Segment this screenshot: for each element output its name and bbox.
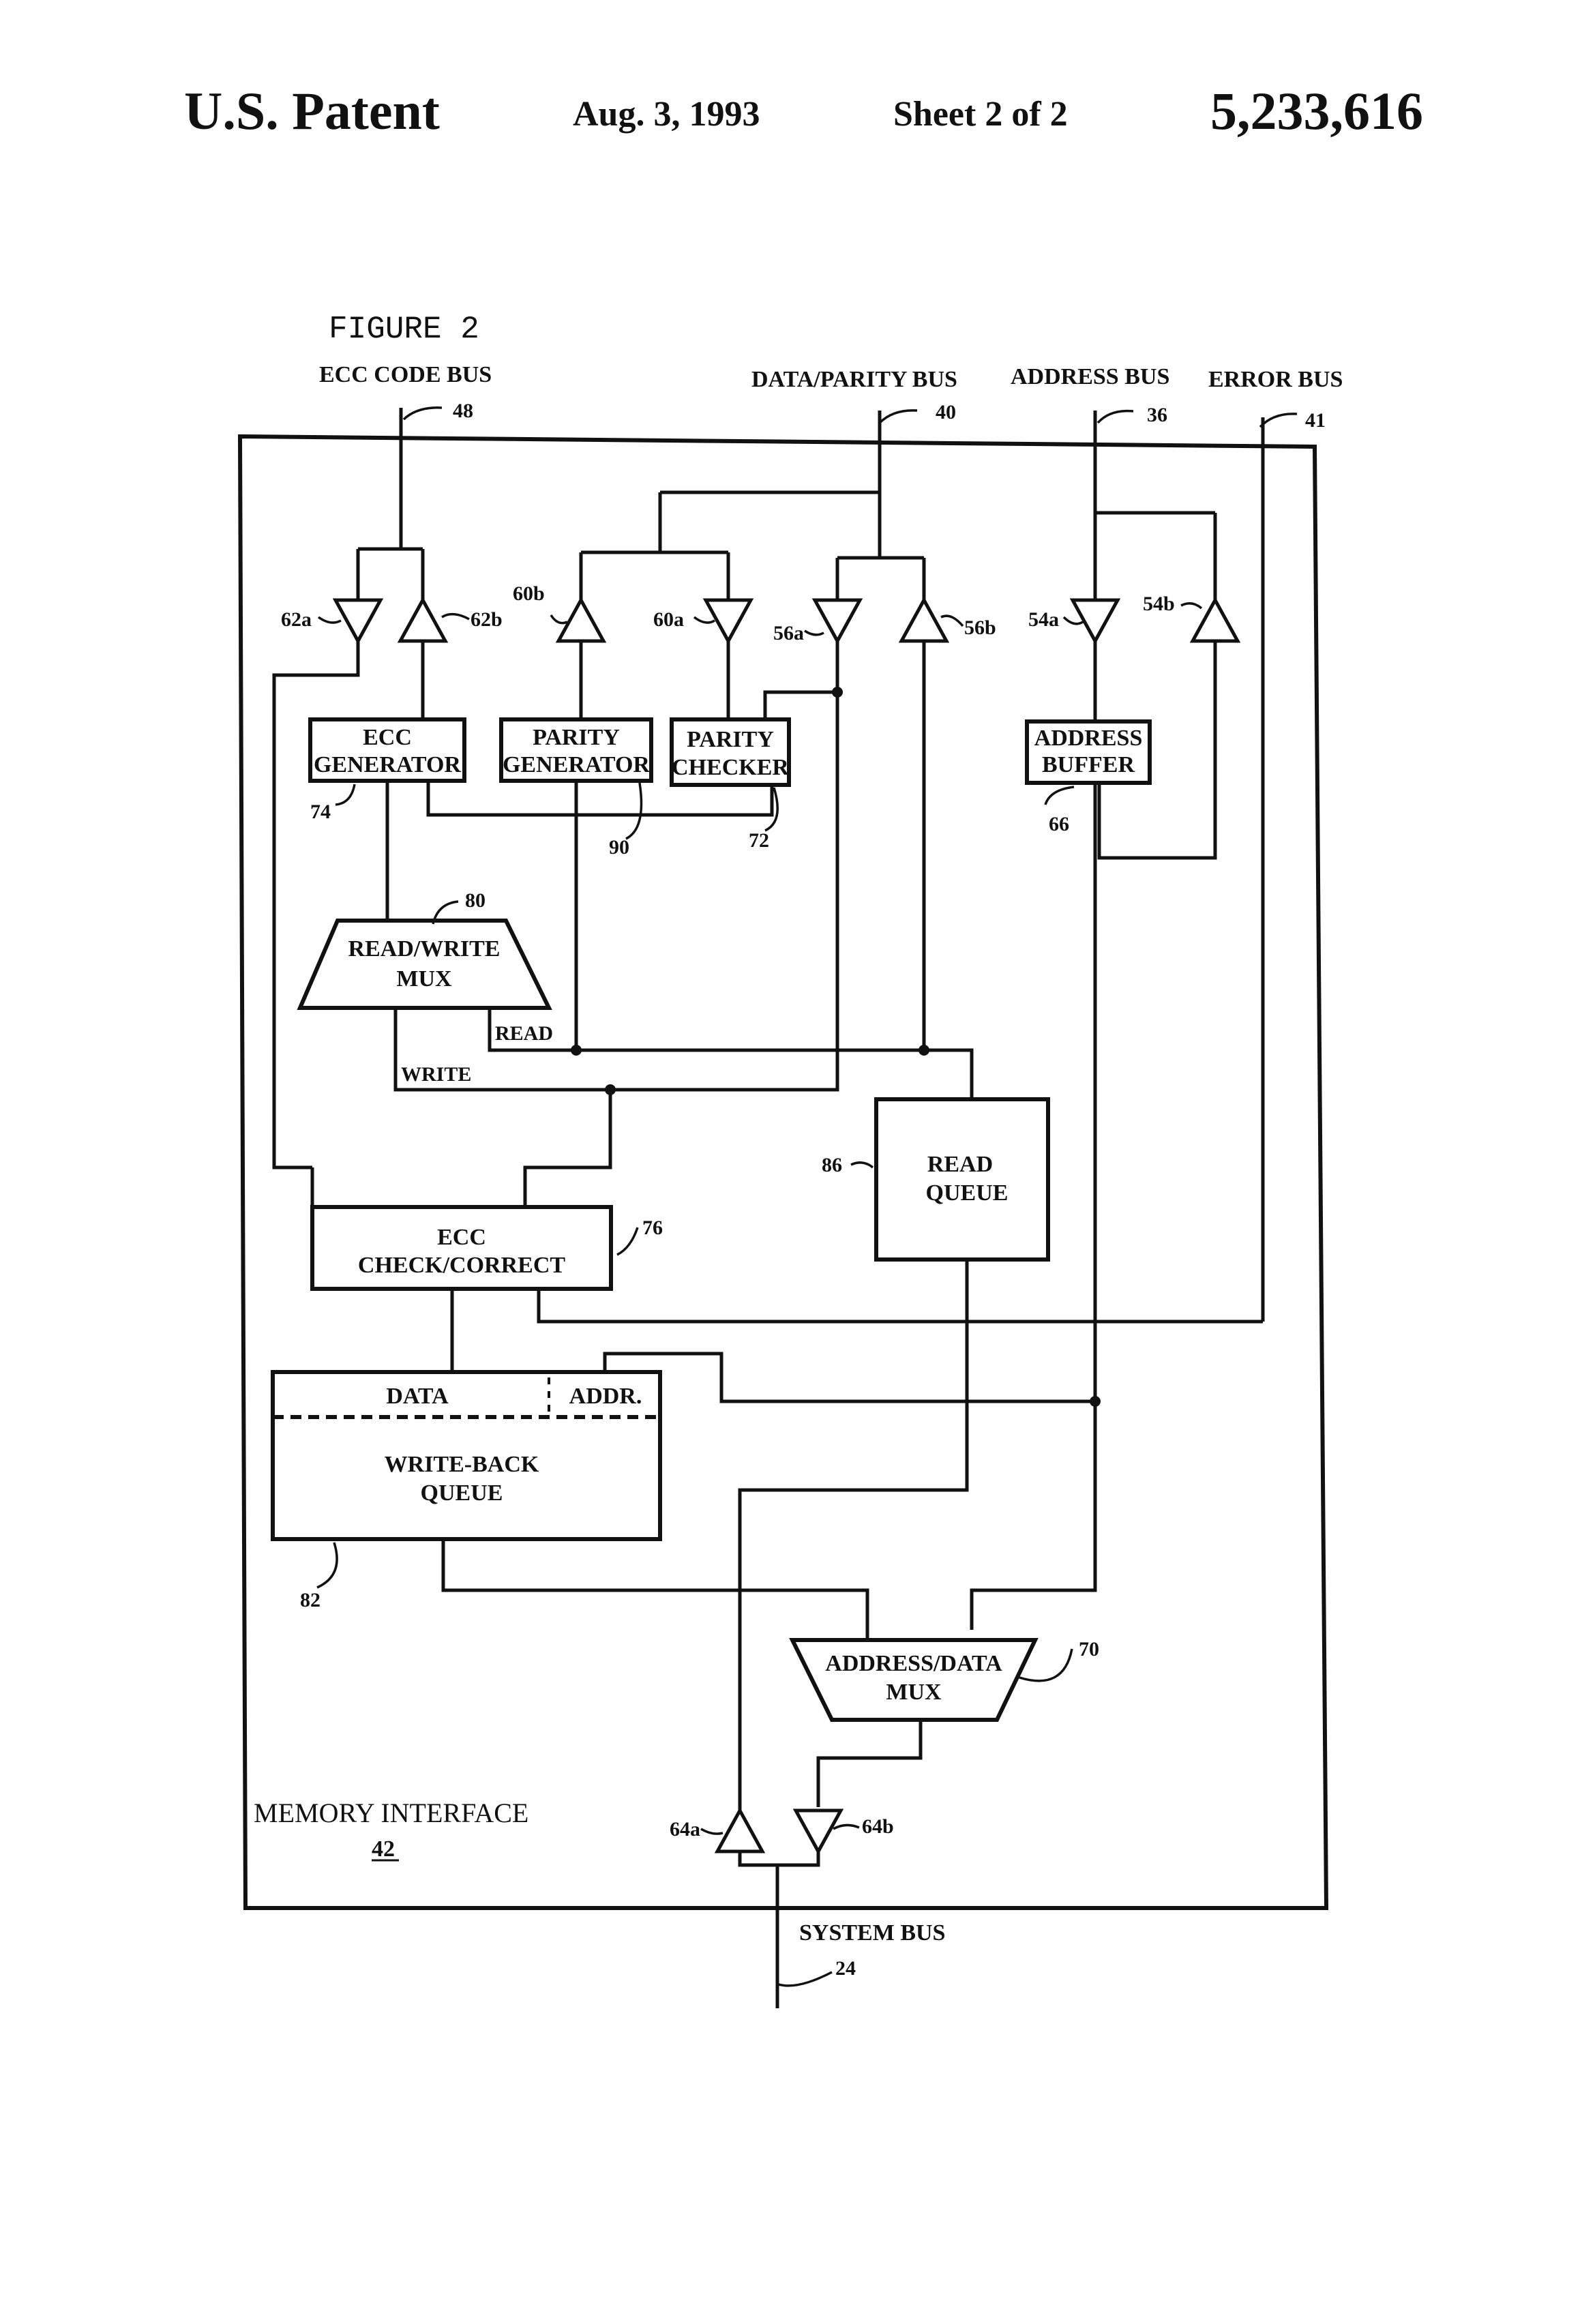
parity-checker-label-1: PARITY <box>687 727 774 752</box>
read-queue-label-2: QUEUE <box>926 1180 1009 1206</box>
system-bus-label: SYSTEM BUS <box>799 1920 945 1946</box>
parity-checker-label-2: CHECKER <box>672 755 789 780</box>
read-queue-leader <box>851 1163 873 1167</box>
driver-60b-label: 60b <box>513 582 545 605</box>
read-queue-label-1: READ <box>927 1152 993 1177</box>
wbq-addr-label: ADDR. <box>569 1384 642 1409</box>
wbq-to-mux <box>443 1539 867 1640</box>
address-bus-leader <box>1098 411 1133 423</box>
junction-addr <box>1090 1396 1101 1407</box>
driver-56a-label: 56a <box>773 622 804 644</box>
data-parity-bus-label: DATA/PARITY BUS <box>751 367 957 392</box>
driver-62a-icon <box>335 600 380 641</box>
error-bus-ref: 41 <box>1305 409 1326 432</box>
ecc-generator-label-1: ECC <box>363 725 412 750</box>
system-bus-ref: 24 <box>835 1957 856 1980</box>
driver-62b-label: 62b <box>471 608 503 631</box>
wbq-label-2: QUEUE <box>421 1480 503 1506</box>
driver-64a-leader <box>701 1829 723 1834</box>
addr-to-wbq <box>605 1354 1095 1401</box>
address-bus-ref: 36 <box>1147 404 1167 426</box>
address-buffer-ref: 66 <box>1049 813 1069 835</box>
parity-generator-label-1: PARITY <box>533 725 620 750</box>
driver-64b-label: 64b <box>862 1815 894 1838</box>
wbq-label-1: WRITE-BACK <box>385 1452 539 1477</box>
address-buffer-label-1: ADDRESS <box>1034 726 1143 751</box>
driver-64b-icon <box>796 1811 841 1851</box>
driver-60b-icon <box>558 600 603 641</box>
wbq-leader <box>317 1543 337 1588</box>
error-bus-label: ERROR BUS <box>1208 367 1343 392</box>
wire-checker-tap <box>765 692 837 719</box>
data-bus-ref: 40 <box>936 401 956 423</box>
read-queue-block <box>876 1099 1048 1260</box>
read-write-mux-label-2: MUX <box>396 966 452 992</box>
ecc-check-label-2: CHECK/CORRECT <box>358 1253 565 1278</box>
ecc-generator-ref: 74 <box>310 801 331 823</box>
system-driver-bar <box>740 1851 818 1865</box>
error-bus-return <box>539 1289 1263 1322</box>
read-line <box>490 1008 972 1099</box>
wbq-data-label: DATA <box>386 1384 449 1409</box>
data-bus-leader <box>880 411 917 423</box>
ecc-bus-leader <box>404 408 442 419</box>
ecc-generator-label-2: GENERATOR <box>314 752 461 777</box>
ecc-code-bus-label: ECC CODE BUS <box>319 362 492 387</box>
read-write-mux <box>300 921 549 1008</box>
junction-read-56b <box>919 1045 929 1056</box>
address-data-mux-label-1: ADDRESS/DATA <box>825 1651 1002 1676</box>
driver-62a-leader <box>318 617 341 623</box>
system-bus-leader <box>779 1972 832 1986</box>
parity-generator-leader <box>626 783 642 839</box>
junction-read-parity <box>571 1045 582 1056</box>
read-label: READ <box>495 1022 553 1045</box>
address-bus-label: ADDRESS BUS <box>1011 364 1169 389</box>
read-queue-ref: 86 <box>822 1154 842 1176</box>
driver-56b-leader <box>941 616 963 626</box>
driver-62a-label: 62a <box>281 608 312 631</box>
mux-to-64b <box>818 1720 921 1807</box>
memory-interface-boundary <box>240 436 1326 1908</box>
memory-interface-label: MEMORY INTERFACE <box>254 1798 528 1828</box>
driver-62b-icon <box>400 600 445 641</box>
driver-60a-label: 60a <box>653 608 684 631</box>
address-data-mux-ref: 70 <box>1079 1638 1099 1660</box>
address-data-mux-label-2: MUX <box>886 1680 942 1705</box>
ecc-bus-ref: 48 <box>453 400 473 422</box>
address-buffer-leader <box>1045 787 1074 805</box>
ecc-check-label-1: ECC <box>437 1225 486 1250</box>
driver-64a-label: 64a <box>670 1818 700 1841</box>
driver-56a-leader <box>805 631 824 635</box>
driver-60b-leader <box>551 615 567 623</box>
parity-checker-ref: 72 <box>749 829 769 852</box>
ecc-check-ref: 76 <box>642 1217 663 1239</box>
driver-62b-leader <box>442 614 469 619</box>
driver-54a-icon <box>1073 600 1118 641</box>
read-write-mux-ref: 80 <box>465 889 486 912</box>
read-queue-out <box>740 1260 967 1824</box>
figure-title: FIGURE 2 <box>329 312 479 347</box>
driver-54b-label: 54b <box>1143 593 1175 615</box>
driver-54a-label: 54a <box>1028 608 1059 631</box>
wbq-ref: 82 <box>300 1589 320 1611</box>
addr-buf-down <box>972 783 1095 1630</box>
address-buffer-label-2: BUFFER <box>1042 752 1135 777</box>
error-bus-leader <box>1260 414 1297 427</box>
parity-generator-label-2: GENERATOR <box>503 752 650 777</box>
memory-interface-ref: 42 <box>372 1836 395 1862</box>
write-label: WRITE <box>401 1063 471 1086</box>
driver-64b-leader <box>833 1825 859 1829</box>
read-write-mux-label-1: READ/WRITE <box>348 936 501 962</box>
driver-60a-leader <box>694 617 715 623</box>
write-to-ecc-check <box>525 1090 610 1207</box>
ecc-generator-leader <box>335 784 355 805</box>
driver-54b-leader <box>1181 604 1202 608</box>
driver-64a-icon <box>717 1811 762 1851</box>
driver-56b-icon <box>901 600 946 641</box>
ecc-check-leader <box>617 1227 638 1255</box>
driver-56b-label: 56b <box>964 616 996 639</box>
driver-54a-leader <box>1064 617 1083 624</box>
